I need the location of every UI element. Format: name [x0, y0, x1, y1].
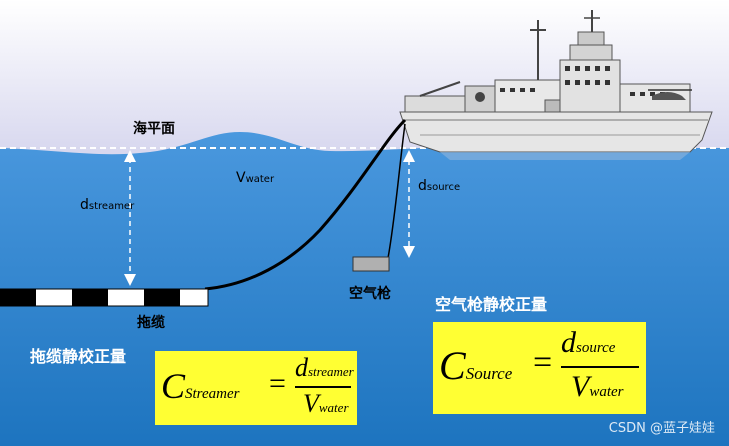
streamer-formula-denominator: Vwater [303, 389, 349, 418]
air-gun-cable [387, 123, 406, 259]
source-formula-numerator: dsource [561, 326, 616, 359]
streamer-correction-title: 拖缆静校正量 [30, 347, 127, 366]
d-source-label: dsource [418, 178, 460, 194]
streamer-formula-numerator: dstreamer [295, 353, 354, 382]
d-streamer-label: dstreamer [80, 197, 134, 213]
d-streamer-main: d [80, 197, 89, 213]
d-source-sub: source [426, 182, 461, 193]
streamer-bar [0, 288, 209, 307]
d-source-arrow [403, 150, 415, 258]
d-streamer-arrow [124, 150, 136, 286]
source-formula-eq: = [533, 344, 553, 381]
air-gun-label: 空气枪 [349, 286, 391, 302]
streamer-formula-lhs: CStreamer [161, 366, 240, 406]
streamer-formula-bar [295, 386, 351, 388]
source-formula-lhs: CSource [439, 343, 513, 388]
v-water-label: Vwater [236, 170, 274, 186]
source-correction-title: 空气枪静校正量 [435, 295, 548, 314]
d-source-main: d [418, 178, 427, 194]
tow-cable [204, 118, 407, 291]
streamer-label: 拖缆 [137, 315, 165, 331]
sea-surface-label: 海平面 [133, 121, 175, 137]
streamer-formula-eq: = [269, 367, 286, 400]
source-formula-box: CSource = dsource Vwater [433, 322, 646, 414]
v-water-main: V [236, 170, 246, 186]
air-gun-device [352, 256, 390, 272]
v-water-sub: water [245, 174, 275, 185]
csdn-watermark: CSDN @蓝子娃娃 [608, 421, 715, 436]
source-formula-denominator: Vwater [571, 370, 624, 403]
ship [399, 10, 713, 160]
d-streamer-sub: streamer [88, 201, 135, 212]
source-formula-bar [561, 366, 639, 368]
streamer-formula-box: CStreamer = dstreamer Vwater [155, 351, 357, 425]
